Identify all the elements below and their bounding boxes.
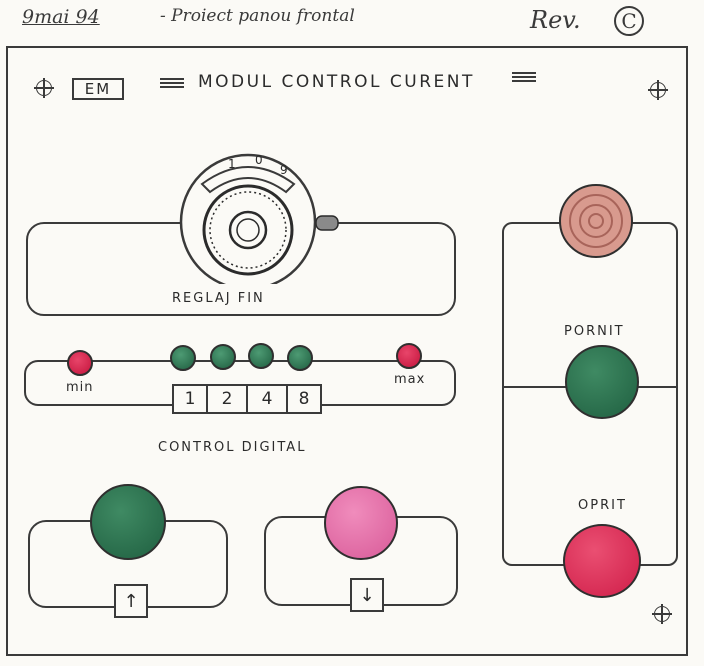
stop-button[interactable] bbox=[563, 524, 641, 598]
dial-tick-2: 9 bbox=[280, 163, 288, 177]
bit-led-4 bbox=[248, 343, 274, 369]
max-indicator-led bbox=[396, 343, 422, 369]
panel-title: MODUL CONTROL CURENT bbox=[198, 72, 475, 92]
bit-led-1 bbox=[170, 345, 196, 371]
min-indicator-led bbox=[67, 350, 93, 376]
up-large-button[interactable] bbox=[90, 484, 166, 560]
digital-control-label: CONTROL DIGITAL bbox=[158, 440, 307, 455]
alarm-lamp bbox=[559, 184, 633, 258]
header-date: 9mai 94 bbox=[22, 6, 100, 28]
screw-bottom-right-icon bbox=[652, 604, 672, 624]
header-revision-code: C bbox=[614, 6, 644, 36]
stop-label: OPRIT bbox=[578, 498, 627, 513]
key-4[interactable]: 4 bbox=[246, 384, 288, 414]
max-label: max bbox=[394, 372, 426, 387]
title-dash-left bbox=[160, 78, 184, 88]
start-label: PORNIT bbox=[564, 324, 625, 339]
bit-led-2 bbox=[210, 344, 236, 370]
front-panel bbox=[6, 46, 688, 656]
brand-logo: EM bbox=[72, 78, 124, 100]
dial-tick-0: 1 bbox=[228, 157, 236, 171]
header-project: - Proiect panou frontal bbox=[160, 6, 355, 26]
digital-keypad: 1 2 4 8 bbox=[172, 384, 322, 414]
bit-led-8 bbox=[287, 345, 313, 371]
title-dash-right bbox=[512, 72, 536, 82]
dial-tick-1: 0 bbox=[255, 153, 263, 167]
up-arrow-button[interactable]: ↑ bbox=[114, 584, 148, 618]
start-button[interactable] bbox=[565, 345, 639, 419]
screw-top-left-icon bbox=[34, 78, 54, 98]
down-large-button[interactable] bbox=[324, 486, 398, 560]
fine-adjust-dial[interactable] bbox=[178, 150, 348, 284]
min-label: min bbox=[66, 380, 94, 395]
key-2[interactable]: 2 bbox=[206, 384, 248, 414]
screw-top-right-icon bbox=[648, 80, 668, 100]
key-1[interactable]: 1 bbox=[172, 384, 208, 414]
down-arrow-button[interactable]: ↓ bbox=[350, 578, 384, 612]
header-revision-label: Rev. bbox=[530, 6, 581, 34]
fine-adjust-label: REGLAJ FIN bbox=[172, 291, 265, 306]
key-8[interactable]: 8 bbox=[286, 384, 322, 414]
